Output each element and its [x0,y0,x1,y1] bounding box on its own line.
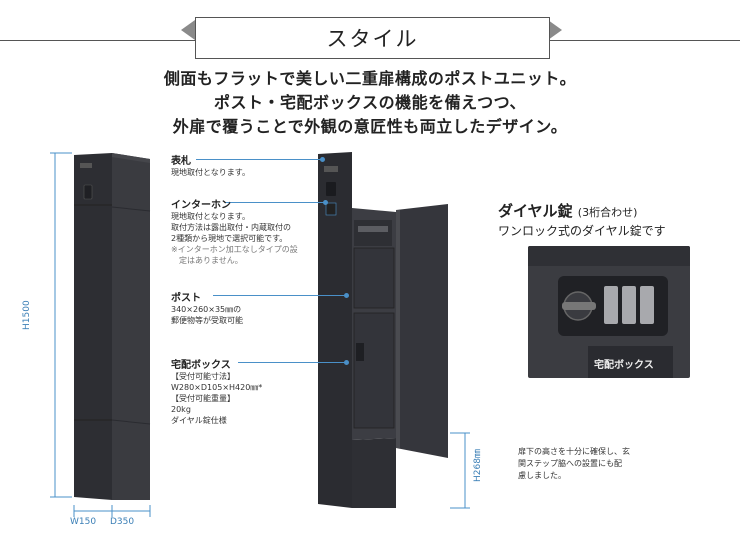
callout-nameplate: 表札 現地取付となります。 [171,152,250,178]
leader-dot-delivery [344,360,349,365]
callout-intercom-note: 定はありません。 [171,256,243,265]
footnote: 扉下の高さを十分に確保し、玄 関ステップ脇への設置にも配 慮しました。 [518,446,630,482]
dial-lock-subtitle: ワンロック式のダイヤル錠です [498,224,666,238]
callout-post-line: 郵便物等が受取可能 [171,316,243,325]
banner-ornament-left [181,20,195,40]
callout-intercom-line: 2種類から現地で選択可能です。 [171,234,288,243]
callout-post-line: 340×260×35㎜の [171,305,242,314]
clearance-dimension-label: H268㎜ [473,449,483,482]
leader-dot-nameplate [320,157,325,162]
callout-nameplate-title: 表札 [171,156,191,167]
callout-nameplate-line: 現地取付となります。 [171,168,250,177]
dial-lock-image [528,246,690,378]
dial-lock-photo [528,246,690,378]
callout-post-title: ポスト [171,293,201,304]
leader-intercom [225,202,325,203]
callout-post: ポスト 340×260×35㎜の 郵便物等が受取可能 [171,289,243,326]
dial-lock-title-main: ダイヤル錠 [498,202,573,220]
callout-intercom: インターホン 現地取付となります。 取付方法は露出取付・内蔵取付の 2種類から現… [171,196,298,266]
callout-intercom-note: ※インターホン加工なしタイプの設 [171,245,298,254]
callout-delivery-line: 【受付可能重量】 [171,394,235,403]
callout-intercom-line: 現地取付となります。 [171,212,250,221]
callout-delivery-title: 宅配ボックス [171,360,231,371]
leader-dot-intercom [323,200,328,205]
closed-unit-illustration [50,152,151,517]
leader-delivery [238,362,346,363]
dial-lock-plate-text: 宅配ボックス [594,360,654,371]
height-dimension-label: H1500 [22,300,32,330]
callout-intercom-title: インターホン [171,200,231,211]
width-dimension-label: W150 [70,517,97,527]
callout-delivery: 宅配ボックス 【受付可能寸法】 W280×D105×H420㎜* 【受付可能重量… [171,356,262,426]
dial-lock-title-note: (3桁合わせ) [577,206,638,219]
callout-delivery-line: ダイヤル錠仕様 [171,416,227,425]
dial-lock-title: ダイヤル錠 (3桁合わせ) [498,200,637,221]
callout-intercom-line: 取付方法は露出取付・内蔵取付の [171,223,291,232]
footnote-line: 扉下の高さを十分に確保し、玄 [518,447,630,456]
open-unit-illustration [318,152,470,509]
headline-line-3: 外扉で覆うことで外観の意匠性も両立したデザイン。 [172,117,568,136]
callout-delivery-line: 【受付可能寸法】 [171,372,235,381]
headline-line-2: ポスト・宅配ボックスの機能を備えつつ、 [214,93,526,112]
headline-line-1: 側面もフラットで美しい二重扉構成のポストユニット。 [163,69,577,88]
leader-nameplate [196,159,322,160]
footnote-line: 関ステップ脇への設置にも配 [518,459,622,468]
callout-delivery-line: W280×D105×H420㎜* [171,383,263,392]
leader-post [213,295,346,296]
banner-ornament-right [548,20,562,40]
leader-dot-post [344,293,349,298]
section-title: スタイル [195,17,550,59]
callout-delivery-line: 20kg [171,405,191,414]
footnote-line: 慮しました。 [518,471,566,480]
depth-dimension-label: D350 [110,517,135,527]
